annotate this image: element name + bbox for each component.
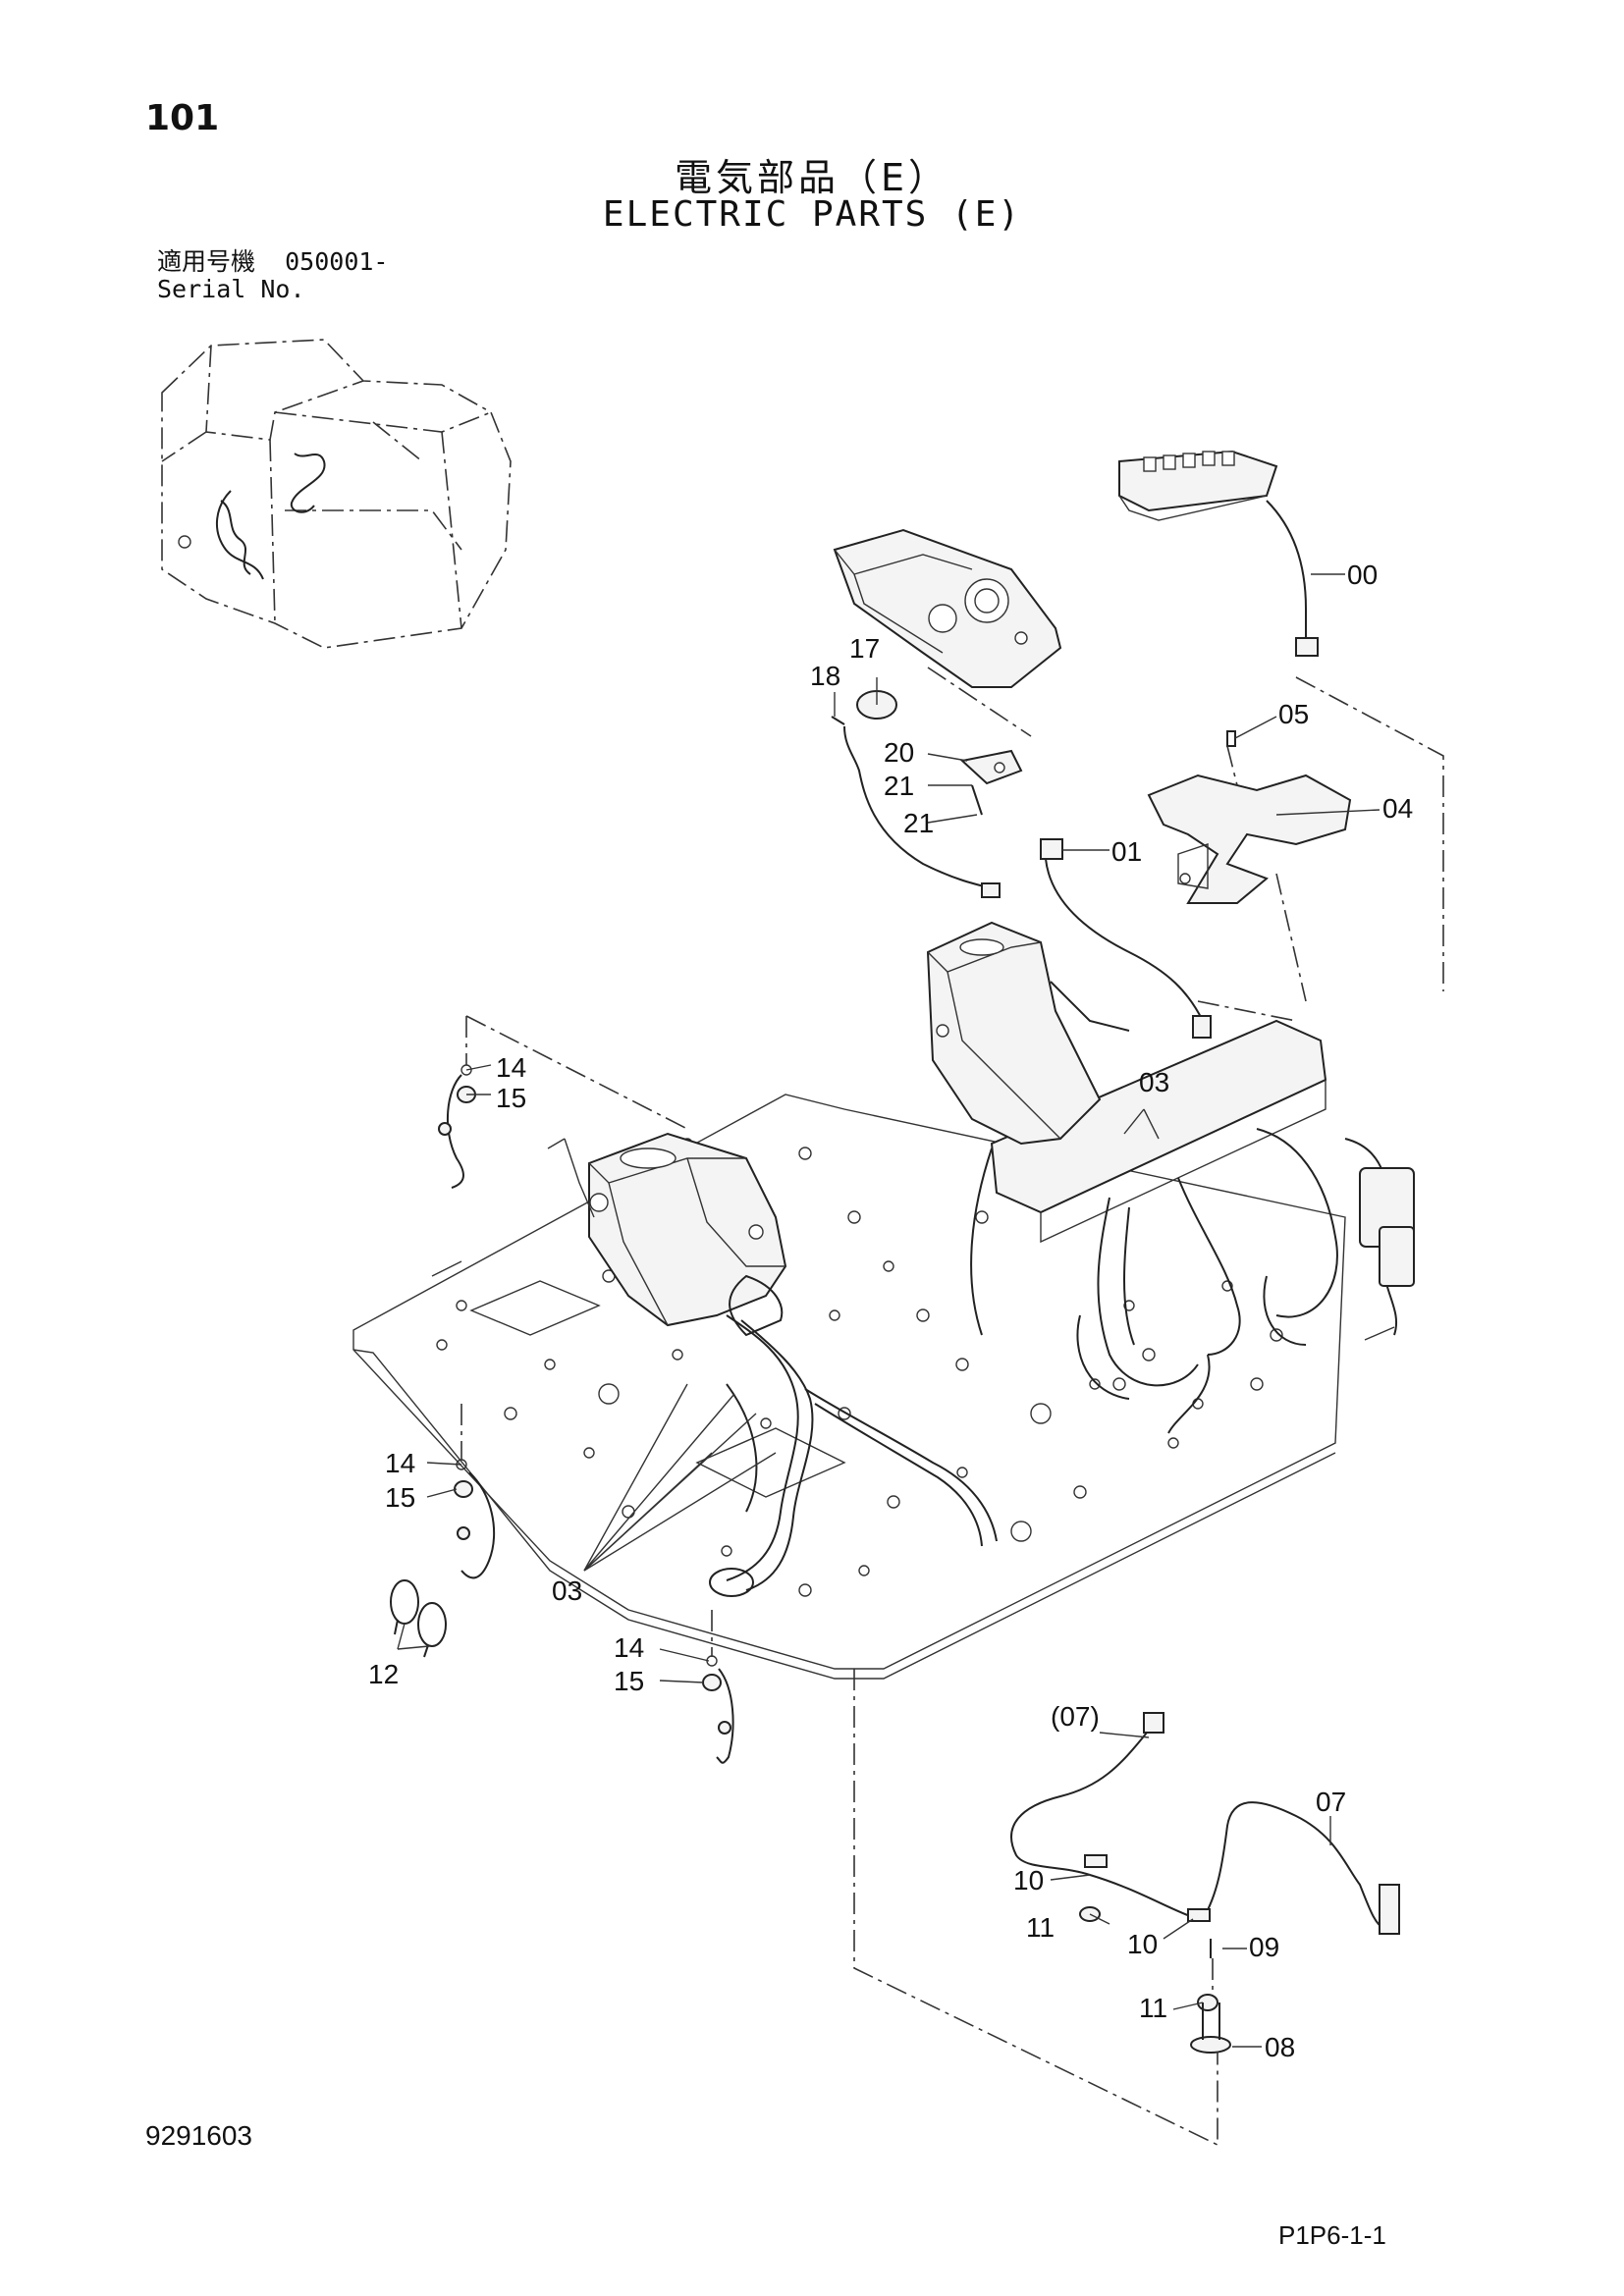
callout-10-right: 10 <box>1127 1929 1158 1959</box>
serial-label-jp: 適用号機 <box>157 247 256 276</box>
callout-11-lower: 11 <box>1139 1993 1167 2023</box>
callout-14-middle: 14 <box>385 1448 415 1478</box>
callout-14-lower: 14 <box>614 1632 644 1663</box>
callout-09: 09 <box>1249 1932 1279 1962</box>
callout-10-left: 10 <box>1013 1865 1044 1896</box>
bracket-04 <box>1147 730 1352 904</box>
floor-plate <box>352 1094 1346 1680</box>
ground-cable-middle <box>454 1459 496 1579</box>
right-console <box>926 921 1130 1146</box>
construction-lines <box>460 667 1444 2147</box>
callout-18: 18 <box>810 661 840 691</box>
harness-01 <box>1040 838 1212 1039</box>
ground-cable-lower <box>702 1655 734 1764</box>
callout-17: 17 <box>849 633 880 664</box>
leader-lines <box>397 573 1380 2048</box>
title-english: ELECTRIC PARTS (E) <box>602 194 1022 235</box>
callout-03-lower: 03 <box>552 1575 582 1606</box>
serial-value: 050001- <box>285 247 389 276</box>
callout-14-upper: 14 <box>496 1052 526 1083</box>
parts-17-18 <box>831 690 1023 898</box>
callout-20: 20 <box>884 737 914 768</box>
callout-12: 12 <box>368 1659 399 1689</box>
upper-console-cover <box>833 528 1062 688</box>
callout-15-lower: 15 <box>614 1666 644 1696</box>
left-console <box>547 1132 787 1337</box>
callout-00: 00 <box>1347 560 1378 590</box>
harness-03 <box>709 1314 998 1597</box>
callout-15-middle: 15 <box>385 1482 415 1513</box>
callout-03-upper: 03 <box>1139 1067 1169 1097</box>
page-number: 101 <box>145 98 220 138</box>
floor-holes <box>436 1138 1283 1597</box>
callout-05: 05 <box>1278 699 1309 729</box>
serial-block: 適用号機 050001- Serial No. <box>157 248 388 303</box>
callout-04: 04 <box>1382 793 1413 824</box>
callout-07-paren: (07) <box>1051 1701 1100 1732</box>
title-japanese: 電気部品（E） <box>674 156 949 199</box>
cab-locator-inset <box>161 339 512 649</box>
callout-01: 01 <box>1111 836 1142 867</box>
serial-row-jp: 適用号機 050001- <box>157 248 388 276</box>
callout-08: 08 <box>1265 2032 1295 2062</box>
document-number: 9291603 <box>145 2120 253 2151</box>
sheet-code: P1P6-1-1 <box>1278 2220 1386 2250</box>
callout-labels: 00 05 04 01 17 18 20 21 21 03 14 15 14 1… <box>368 560 1413 2062</box>
harness-frame-assembly <box>970 1019 1415 1434</box>
callout-21-upper: 21 <box>884 771 914 801</box>
callout-15-upper: 15 <box>496 1083 526 1113</box>
callout-07: 07 <box>1316 1787 1346 1817</box>
harness-07-group <box>1010 1712 1400 2054</box>
ground-cable-upper <box>438 1064 476 1189</box>
monitor-00 <box>1118 450 1319 657</box>
serial-label-en: Serial No. <box>157 275 305 303</box>
callout-11-upper: 11 <box>1026 1912 1055 1943</box>
callout-21-lower: 21 <box>903 808 934 838</box>
